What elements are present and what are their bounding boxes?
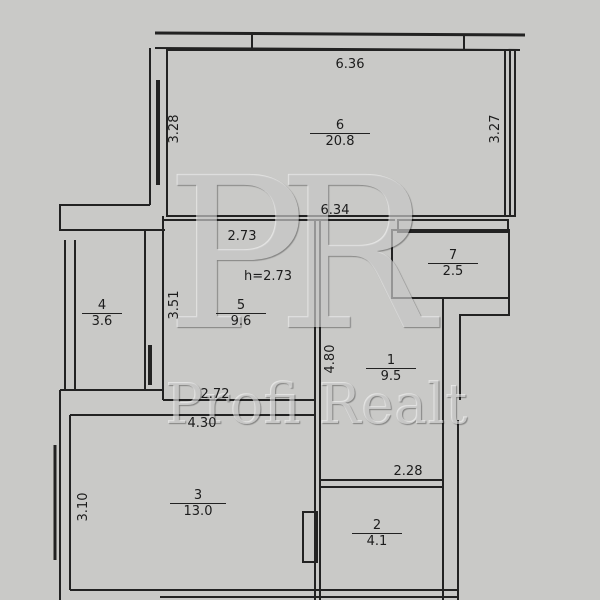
room-number: 5 xyxy=(216,298,266,314)
room-1: 1 9.5 xyxy=(366,353,416,384)
dim-room5-width-top: 2.73 xyxy=(227,229,257,244)
dim-room5-width-bottom: 2.72 xyxy=(200,387,230,402)
room-area: 20.8 xyxy=(325,134,355,149)
room-number: 1 xyxy=(366,353,416,369)
room-5: 5 9.6 xyxy=(216,298,266,329)
dim-room3-height: 3.10 xyxy=(76,492,91,522)
room-number: 4 xyxy=(82,298,122,314)
room-6: 6 20.8 xyxy=(310,118,370,149)
watermark-logo: PR xyxy=(165,132,434,377)
dim-room5-height: 3.51 xyxy=(167,290,182,320)
room-number: 7 xyxy=(428,248,478,264)
room-4: 4 3.6 xyxy=(82,298,122,329)
dim-room2-width: 2.28 xyxy=(393,464,423,479)
room-number: 6 xyxy=(310,118,370,134)
ceiling-height: h=2.73 xyxy=(243,269,293,284)
dim-room6-width-top: 6.36 xyxy=(335,57,365,72)
dim-room6-width-bottom: 6.34 xyxy=(320,203,350,218)
room-area: 2.5 xyxy=(442,264,464,279)
room-area: 9.5 xyxy=(380,369,402,384)
dim-room6-height-right: 3.27 xyxy=(488,114,503,144)
room-area: 3.6 xyxy=(91,314,113,329)
room-7: 7 2.5 xyxy=(428,248,478,279)
watermark-text: Profi Realt xyxy=(165,372,468,437)
room-3: 3 13.0 xyxy=(170,488,226,519)
room-area: 9.6 xyxy=(230,314,252,329)
room-area: 13.0 xyxy=(183,504,213,519)
dim-room6-height-left: 3.28 xyxy=(167,114,182,144)
dim-room1-height: 4.80 xyxy=(323,344,338,374)
room-number: 2 xyxy=(352,518,402,534)
dim-room3-width: 4.30 xyxy=(187,416,217,431)
room-area: 4.1 xyxy=(366,534,388,549)
room-number: 3 xyxy=(170,488,226,504)
room-2: 2 4.1 xyxy=(352,518,402,549)
